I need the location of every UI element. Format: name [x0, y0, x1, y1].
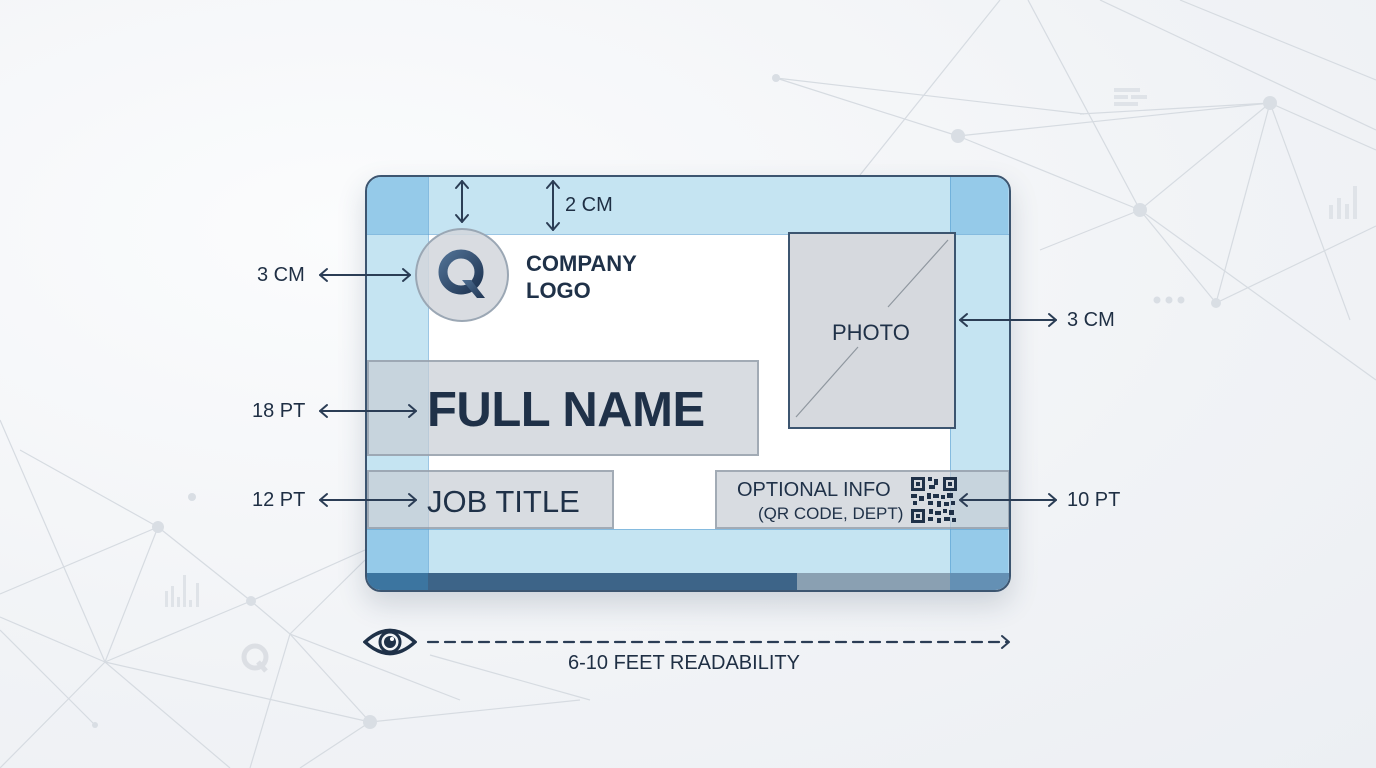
company-logo-circle: [415, 228, 509, 322]
company-logo-line1: COMPANY: [526, 251, 637, 276]
optional-info-line1: OPTIONAL INFO: [737, 479, 891, 501]
top-margin-band: [367, 177, 1008, 234]
full-name-text: FULL NAME: [427, 383, 705, 437]
name-size-label: 18 PT: [252, 400, 306, 422]
qr-code-icon: [911, 477, 957, 523]
corner-bl: [367, 529, 428, 573]
readability-label: 6-10 FEET READABILITY: [568, 652, 800, 674]
optional-size-label: 10 PT: [1067, 489, 1121, 511]
faint-chart-icon-right: [1329, 186, 1357, 219]
company-logo-line2: LOGO: [526, 278, 591, 303]
photo-label: PHOTO: [832, 320, 910, 345]
logo-margin-label: 3 CM: [257, 264, 305, 286]
top-margin-label: 2 CM: [565, 194, 613, 216]
id-badge-card: COMPANY LOGO PHOTO FULL NAME JOB TITLE O…: [365, 175, 1011, 592]
photo-diagonal: [795, 239, 949, 418]
title-size-label: 12 PT: [252, 489, 306, 511]
footer-strip-dark: [367, 573, 797, 590]
footer-corner-right: [950, 573, 1009, 590]
optional-info-field: OPTIONAL INFO (QR CODE, DEPT): [715, 470, 1009, 529]
bottom-margin-band: [367, 529, 1008, 573]
job-title-field: JOB TITLE: [367, 470, 614, 529]
job-title-text: JOB TITLE: [427, 484, 580, 519]
eye-icon: [363, 628, 417, 656]
q-logo-icon: [438, 249, 485, 298]
optional-info-line2: (QR CODE, DEPT): [758, 504, 904, 523]
guide-top: [367, 234, 1009, 235]
corner-tr: [950, 177, 1009, 234]
guide-bottom: [367, 529, 1009, 530]
footer-corner-left: [367, 573, 428, 590]
photo-margin-label: 3 CM: [1067, 309, 1115, 331]
full-name-field: FULL NAME: [367, 360, 759, 456]
corner-br: [950, 529, 1009, 573]
corner-tl: [367, 177, 428, 234]
faint-q-icon: [241, 643, 269, 673]
photo-placeholder: PHOTO: [788, 232, 956, 429]
